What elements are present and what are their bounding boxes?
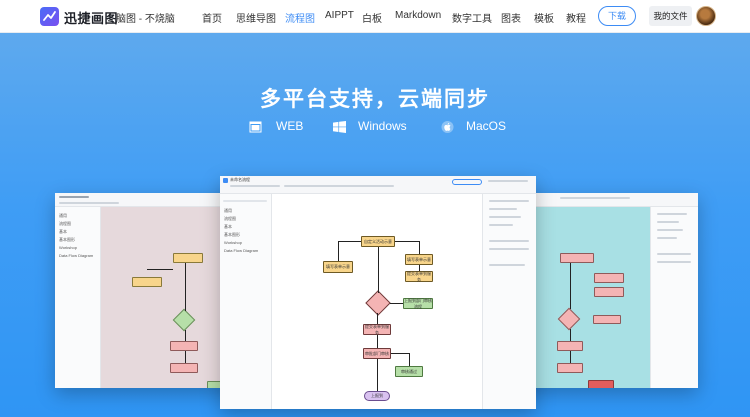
download-button[interactable]: 下载 (598, 6, 636, 26)
flow-node: 填写表单示意 (405, 254, 433, 265)
flow-node: 提交表单到服务 (405, 270, 433, 282)
sidebar-item-shapes: 基本图形 (59, 237, 75, 242)
browser-window-icon (249, 121, 262, 133)
platform-web-label: WEB (276, 119, 304, 133)
sidebar-item-basic: 基本 (224, 224, 232, 229)
sidebar-item-basic: 基本 (59, 229, 67, 234)
sidebar-item-flowchart: 流程图 (224, 216, 236, 221)
brand-slogan: 脑图 - 不烧脑 (116, 14, 175, 25)
flow-node: 上报到 (364, 391, 390, 401)
sidebar-item-dfd: Data Flow Diagram (224, 248, 259, 253)
document-title: 未命名流程 (230, 177, 250, 182)
flow-node: 提交表单到服务 (363, 323, 391, 335)
app-logo-icon[interactable] (40, 7, 59, 26)
flow-node: 审批部门审核 (363, 348, 391, 359)
nav-charts[interactable]: 图表 (501, 14, 521, 25)
nav-whiteboard[interactable]: 白板 (362, 14, 382, 25)
hero-title: 多平台支持，云端同步 (260, 88, 490, 111)
nav-digital-tools[interactable]: 数字工具 (452, 14, 492, 25)
sidebar-item-workshop: Workshop (224, 240, 242, 245)
sidebar-item-workshop: Workshop (59, 245, 77, 250)
sidebar-item-flowchart: 流程图 (59, 221, 71, 226)
nav-markdown[interactable]: Markdown (395, 10, 442, 21)
flow-node: 填写表单示意 (323, 261, 353, 273)
hero-banner: 多平台支持，云端同步 WEB Windows MacOS 通用 流程图 基本 基… (0, 33, 750, 417)
nav-aippt[interactable]: AIPPT (325, 10, 354, 21)
sidebar-item-general: 通用 (224, 208, 232, 213)
left-app-screenshot: 通用 流程图 基本 基本图形 Workshop Data Flow Diagra… (55, 193, 245, 388)
windows-logo-icon (333, 121, 346, 133)
brand-name[interactable]: 迅捷画图 (64, 11, 119, 26)
top-navigation-bar: 迅捷画图 脑图 - 不烧脑 首页 思维导图 流程图 AIPPT 白板 Markd… (0, 0, 750, 33)
nav-mind-map[interactable]: 思维导图 (236, 14, 276, 25)
sidebar-item-shapes: 基本图形 (224, 232, 240, 237)
nav-flowchart[interactable]: 流程图 (285, 14, 315, 25)
sidebar-item-dfd: Data Flow Diagram (59, 253, 94, 258)
center-app-screenshot: 未命名流程 通用 流程图 基本 基本图形 Workshop Data Flow … (220, 176, 536, 409)
platform-macos-label: MacOS (466, 119, 507, 133)
decision-diamond (365, 290, 391, 316)
flow-node: 审核通过 (395, 366, 423, 377)
nav-templates[interactable]: 模板 (534, 14, 554, 25)
apple-logo-icon (441, 121, 454, 133)
flow-node: 自定义活动示意 (361, 236, 395, 247)
nav-home[interactable]: 首页 (202, 14, 222, 25)
sidebar-item-general: 通用 (59, 213, 67, 218)
right-app-screenshot (520, 193, 698, 388)
user-avatar[interactable] (696, 6, 716, 26)
my-files-button[interactable]: 我的文件 (649, 6, 692, 26)
platform-windows-label: Windows (358, 119, 407, 133)
flow-node: 上报到部门审核流程 (403, 297, 433, 309)
nav-tutorials[interactable]: 教程 (566, 14, 586, 25)
